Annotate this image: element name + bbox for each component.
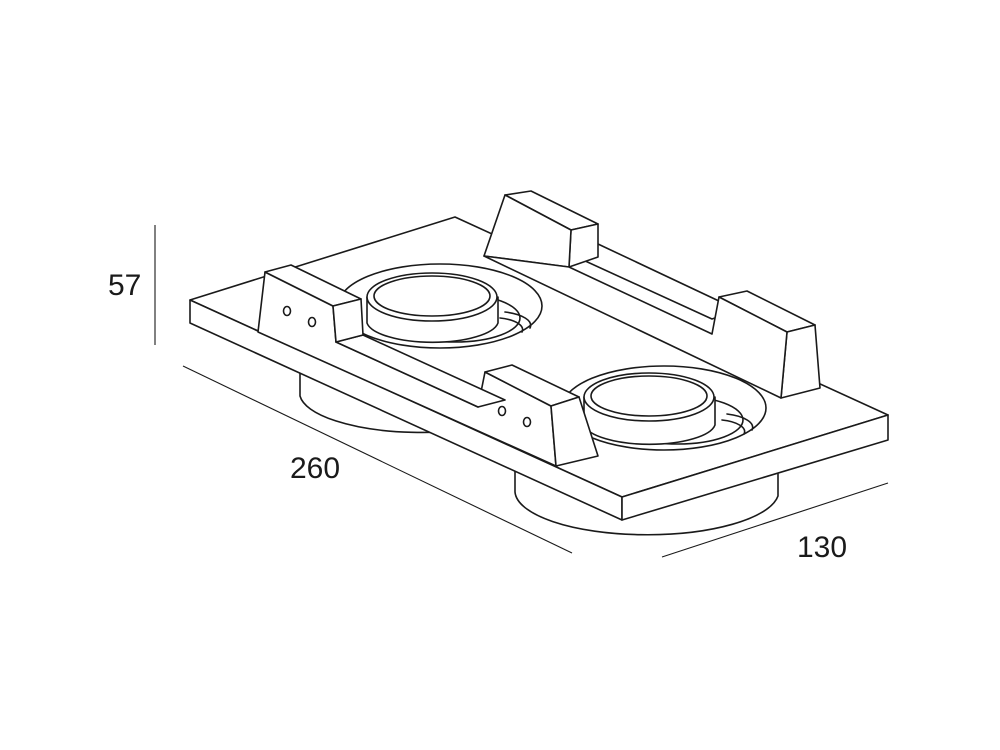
mounting-holes-right	[497, 405, 532, 428]
width-dimension-label: 130	[797, 531, 847, 564]
width-dimension-line	[661, 482, 889, 558]
length-dimension-line	[182, 365, 573, 554]
length-dimension-label: 260	[290, 452, 340, 485]
back-rail	[483, 190, 821, 399]
lamp-opening-right	[561, 365, 767, 451]
mounting-holes-left	[282, 305, 317, 328]
height-dimension-label: 57	[108, 269, 141, 302]
lamp-opening-left	[337, 263, 543, 349]
front-rail	[257, 264, 599, 467]
